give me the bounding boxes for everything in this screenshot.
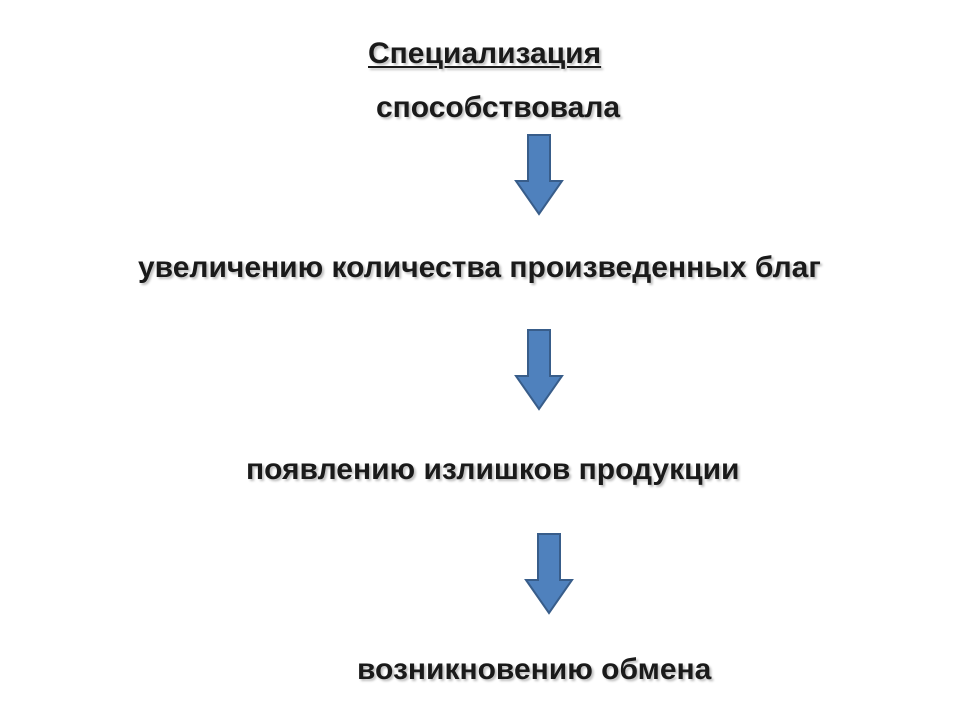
flow-step-2: появлению излишков продукции — [246, 453, 740, 486]
flow-step-1: увеличению количества произведенных благ — [138, 251, 821, 284]
slide-title: Специализация — [368, 37, 602, 70]
slide-subtitle: способствовала — [376, 91, 621, 124]
flow-step-3: возникновению обмена — [357, 653, 712, 686]
down-arrow-icon — [514, 133, 564, 217]
down-arrow-icon — [524, 532, 574, 616]
down-arrow-icon — [514, 328, 564, 412]
